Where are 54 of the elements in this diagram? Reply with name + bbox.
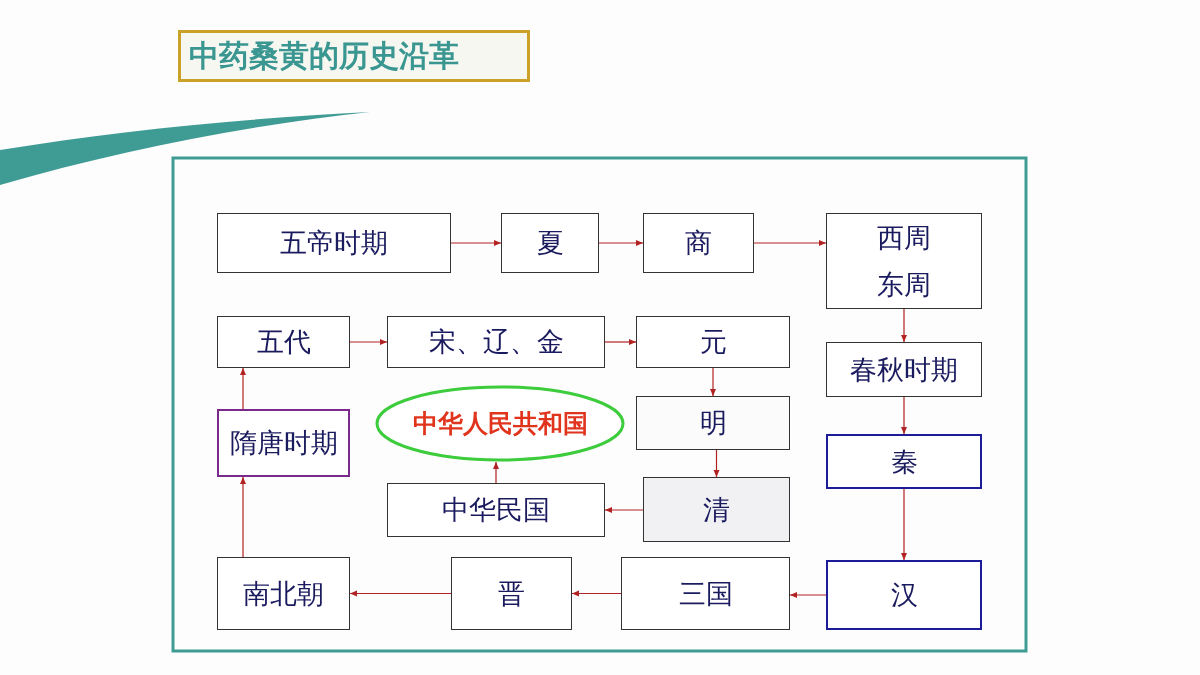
arrow xyxy=(901,396,907,435)
dynasty-label: 五代 xyxy=(256,325,311,360)
dynasty-label: 东周 xyxy=(877,268,931,302)
dynasty-box xyxy=(826,213,982,309)
dynasty-box xyxy=(217,409,350,477)
dynasty-label: 五帝时期 xyxy=(280,226,388,261)
dynasty-label: 三国 xyxy=(678,576,733,611)
dynasty-box xyxy=(636,316,790,368)
arrow xyxy=(450,240,502,246)
dynasty-label: 元 xyxy=(699,325,727,360)
dynasty-box xyxy=(217,316,350,368)
dynasty-label: 南北朝 xyxy=(243,576,324,611)
dynasty-box xyxy=(621,557,790,630)
dynasty-box xyxy=(217,213,451,273)
arrow xyxy=(604,507,644,513)
dynasty-label: 秦 xyxy=(890,444,918,479)
arrow xyxy=(240,367,246,410)
title-banner: 中药桑黄的历史沿革 xyxy=(178,30,530,82)
dynasty-label: 明 xyxy=(699,406,727,441)
dynasty-label: 汉 xyxy=(890,578,918,613)
dynasty-label: 商 xyxy=(685,226,712,261)
dynasty-label: 春秋时期 xyxy=(850,352,958,387)
dynasty-box xyxy=(826,434,982,489)
arrow xyxy=(598,240,644,246)
arrow xyxy=(753,240,827,246)
dynasty-box xyxy=(636,396,790,450)
dynasty-label: 夏 xyxy=(536,226,564,261)
arrow xyxy=(710,367,716,397)
dynasty-box xyxy=(643,213,754,273)
dynasty-box xyxy=(387,483,605,537)
arrow xyxy=(240,476,246,558)
dynasty-label: 隋唐时期 xyxy=(229,426,338,461)
dynasty-label: 西周 xyxy=(877,220,931,255)
dynasty-box xyxy=(387,316,605,368)
arrow xyxy=(713,449,720,478)
arrow xyxy=(349,590,452,597)
dynasty-label: 中华民国 xyxy=(442,493,550,528)
arrow xyxy=(789,592,827,598)
dynasty-label: 清 xyxy=(703,492,730,527)
arrow xyxy=(571,590,622,597)
arrow xyxy=(493,461,499,484)
dynasty-box xyxy=(217,557,350,630)
arrow xyxy=(604,339,637,345)
dynasty-box xyxy=(826,560,982,630)
dynasty-box xyxy=(501,213,599,273)
arrow xyxy=(901,308,907,343)
dynasty-label: 宋、辽、金 xyxy=(428,325,564,360)
arrow xyxy=(901,488,907,561)
dynasty-box xyxy=(643,477,790,542)
arrow xyxy=(349,339,388,345)
dynasty-label: 晋 xyxy=(498,576,525,611)
dynasty-box xyxy=(826,342,982,397)
dynasty-label: 中华人民共和国 xyxy=(412,407,588,440)
dynasty-box xyxy=(451,557,572,630)
